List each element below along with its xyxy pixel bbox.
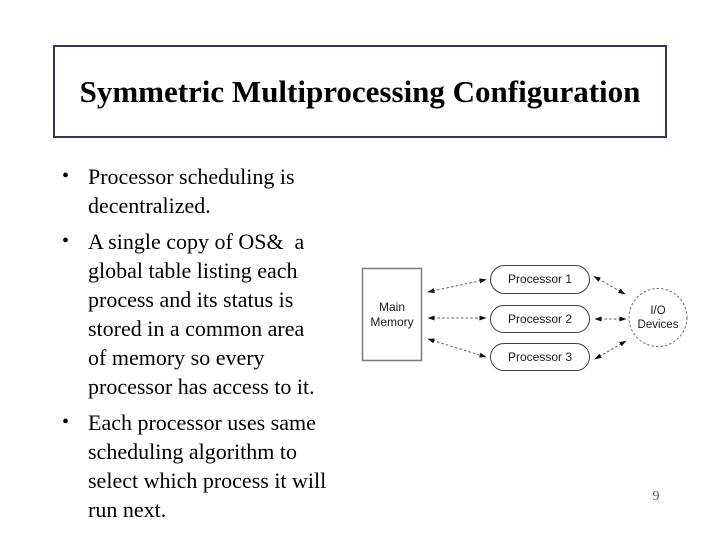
smp-diagram: Main Memory Processor 1 Processor 2 Proc…	[350, 255, 710, 385]
title-box: Symmetric Multiprocessing Configuration	[53, 45, 667, 138]
slide-title: Symmetric Multiprocessing Configuration	[79, 73, 641, 109]
io-devices-circle	[628, 288, 688, 347]
bullet-text: Each processor uses same scheduling algo…	[88, 410, 327, 522]
smp-diagram-canvas	[361, 265, 688, 371]
main-memory-box	[361, 267, 423, 362]
bullet-glyph: •	[62, 165, 70, 187]
bullet-list: •Processor scheduling is decentralized.•…	[55, 162, 355, 531]
processor3-shape	[490, 343, 590, 371]
bullet-text: Processor scheduling is decentralized.	[88, 164, 295, 218]
bullet-item: • A single copy of OS& a global table lis…	[55, 227, 355, 401]
arrow-memory-processor1	[427, 278, 487, 294]
bullet-glyph: •	[62, 411, 70, 433]
arrow-processor1-io	[593, 276, 626, 295]
arrow-memory-processor3	[427, 338, 487, 358]
bullet-item: • Each processor uses same scheduling alg…	[55, 408, 355, 524]
processor2-shape	[490, 305, 590, 333]
bullet-text: A single copy of OS& a global table list…	[88, 229, 315, 399]
bullet-glyph: •	[62, 230, 70, 252]
page-number: 9	[652, 489, 660, 504]
bullet-item: • Processor scheduling is decentralized.	[55, 162, 355, 220]
connector-lines	[427, 276, 627, 360]
arrow-processor3-io	[594, 340, 627, 360]
processor1-shape	[490, 265, 590, 294]
